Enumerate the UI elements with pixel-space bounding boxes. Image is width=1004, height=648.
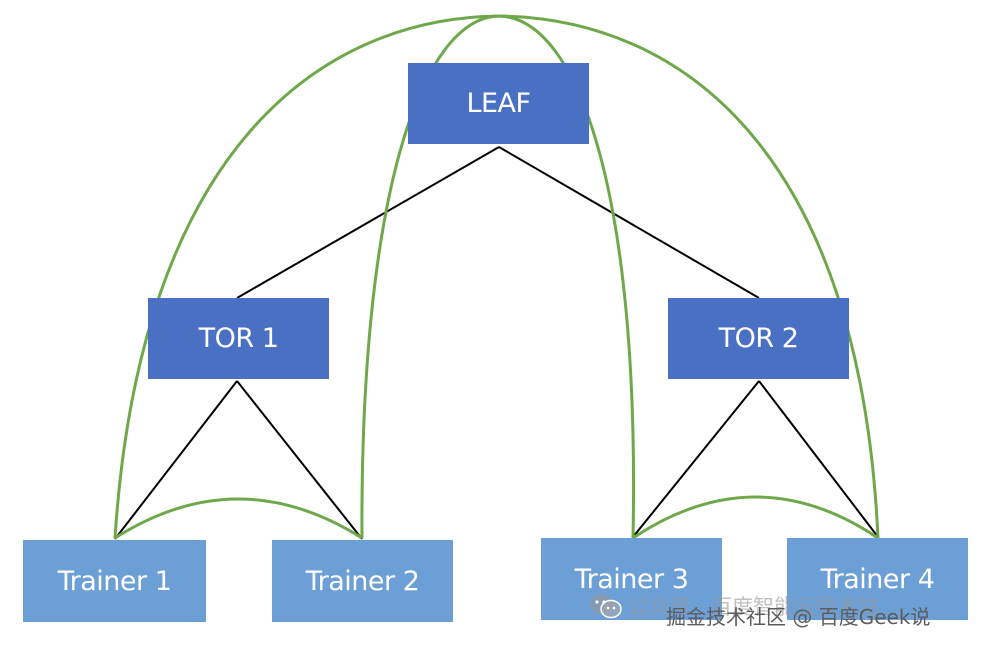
watermark-line2: 掘金技术社区 @ 百度Geek说 <box>666 605 931 629</box>
watermark-juejin: 掘金技术社区 @ 百度Geek说 <box>666 601 930 630</box>
tor1-switch-label: TOR 1 <box>198 323 279 354</box>
link-tor2-trainer3 <box>632 380 760 538</box>
leaf-switch: LEAF <box>408 63 589 144</box>
trainer2-label: Trainer 2 <box>305 565 420 597</box>
trainer1-node: Trainer 1 <box>23 540 206 622</box>
trainer1-label: Trainer 1 <box>57 565 172 597</box>
link-tor1-trainer2 <box>236 380 363 540</box>
trainer4-node: Trainer 4 <box>787 538 968 620</box>
trainer3-node: Trainer 3 <box>541 538 722 620</box>
trainer3-label: Trainer 3 <box>574 563 689 595</box>
watermark-line1: 公众号 · 百度智能云技术站 <box>628 595 880 619</box>
ring-inner-arc <box>360 14 636 539</box>
tor2-switch-label: TOR 2 <box>718 323 799 354</box>
link-tor1-trainer1 <box>114 380 238 540</box>
tor1-switch: TOR 1 <box>148 298 329 379</box>
watermark-wechat: 公众号 · 百度智能云技术站 <box>588 591 879 621</box>
leaf-switch-label: LEAF <box>466 88 531 119</box>
trainer2-node: Trainer 2 <box>272 540 453 622</box>
trainer4-label: Trainer 4 <box>820 563 935 595</box>
link-leaf-tor2 <box>498 146 760 299</box>
link-tor2-trainer4 <box>758 380 879 538</box>
physical-links <box>114 146 879 540</box>
ring-paths <box>113 14 880 540</box>
link-leaf-tor1 <box>236 146 500 299</box>
ring-arc-trainer3-trainer4 <box>632 495 879 540</box>
ring-arc-trainer1-trainer2 <box>114 497 363 540</box>
tor2-switch: TOR 2 <box>668 298 849 379</box>
wechat-icon <box>589 594 622 619</box>
